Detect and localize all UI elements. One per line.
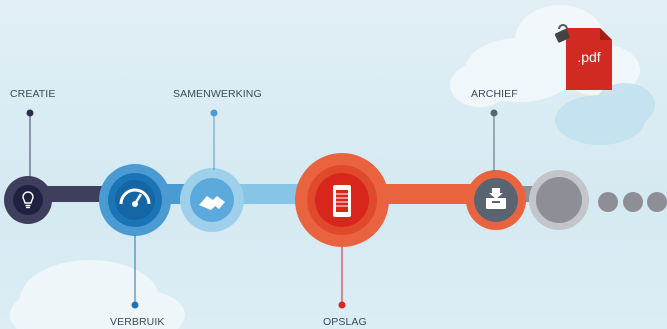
storage-server-icon bbox=[333, 185, 351, 217]
lightbulb-icon bbox=[22, 191, 34, 209]
archive-box-icon bbox=[486, 188, 506, 209]
pdf-file-icon bbox=[566, 28, 612, 90]
speedometer-icon bbox=[119, 188, 151, 207]
node-samenwerking[interactable] bbox=[180, 168, 244, 232]
label-samenwerking: SAMENWERKING bbox=[173, 88, 262, 100]
ellipsis-dots bbox=[598, 192, 667, 212]
handshake-icon bbox=[199, 196, 225, 210]
node-verbruik[interactable] bbox=[99, 164, 171, 236]
label-archief: ARCHIEF bbox=[471, 88, 518, 100]
lock-icon bbox=[554, 24, 570, 43]
connector-opslag bbox=[338, 247, 346, 309]
connector-archief bbox=[490, 109, 498, 172]
label-verbruik: VERBRUIK bbox=[110, 316, 165, 328]
label-opslag: OPSLAG bbox=[323, 316, 367, 328]
pdf-label: .pdf bbox=[577, 49, 601, 65]
node-creatie[interactable] bbox=[4, 176, 52, 224]
node-end bbox=[529, 170, 589, 230]
node-opslag[interactable] bbox=[295, 153, 389, 247]
connector-creatie bbox=[26, 109, 34, 178]
connector-verbruik bbox=[131, 235, 139, 309]
cloud-bottom-left bbox=[10, 260, 185, 329]
cloud-right-blue bbox=[555, 83, 655, 145]
node-archief[interactable] bbox=[466, 170, 526, 230]
connector-samenwerking bbox=[210, 109, 218, 170]
label-creatie: CREATIE bbox=[10, 88, 56, 100]
